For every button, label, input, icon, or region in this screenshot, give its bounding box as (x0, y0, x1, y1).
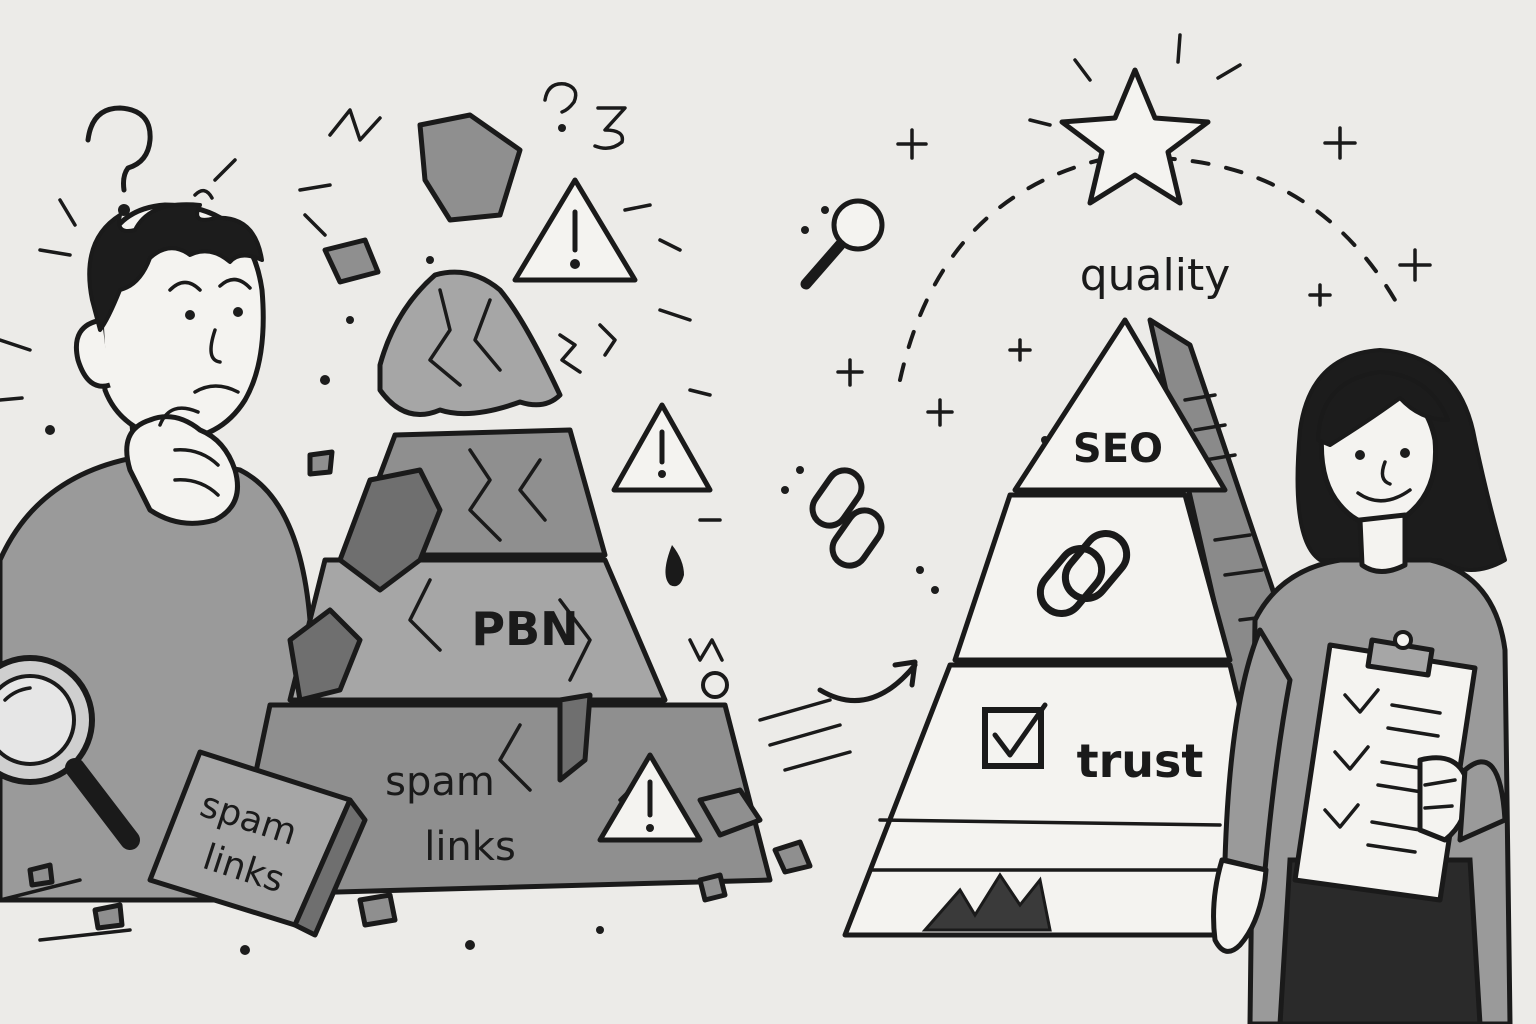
warning-icon (512, 177, 638, 283)
tier-label-links: links (424, 824, 516, 870)
tier-label-trust: trust (1077, 734, 1204, 788)
magnifier-icon (800, 198, 885, 290)
tier-label-spam: spam (385, 759, 495, 805)
question-mark-icon (85, 105, 153, 216)
warning-icon (611, 402, 713, 493)
question-mark-icon (543, 82, 578, 132)
tier-label-seo: SEO (1073, 426, 1163, 472)
quality-pyramid: SEO trust (842, 317, 1313, 938)
link-icon (1036, 530, 1131, 617)
link-icon (809, 467, 885, 569)
checkbox-icon (982, 702, 1048, 769)
confused-man (0, 202, 323, 903)
magnifier-icon (0, 655, 140, 850)
sparkle-icon (836, 126, 1432, 427)
fallen-block: spam links (147, 749, 368, 938)
warning-icon (597, 752, 703, 843)
star-icon (1028, 33, 1242, 206)
quality-caption: quality (1080, 250, 1231, 301)
drop-icon (665, 545, 684, 587)
tier-label-pbn: PBN (471, 602, 578, 656)
happy-woman (1211, 348, 1513, 1024)
broken-pyramid: PBN spam links (227, 269, 773, 898)
